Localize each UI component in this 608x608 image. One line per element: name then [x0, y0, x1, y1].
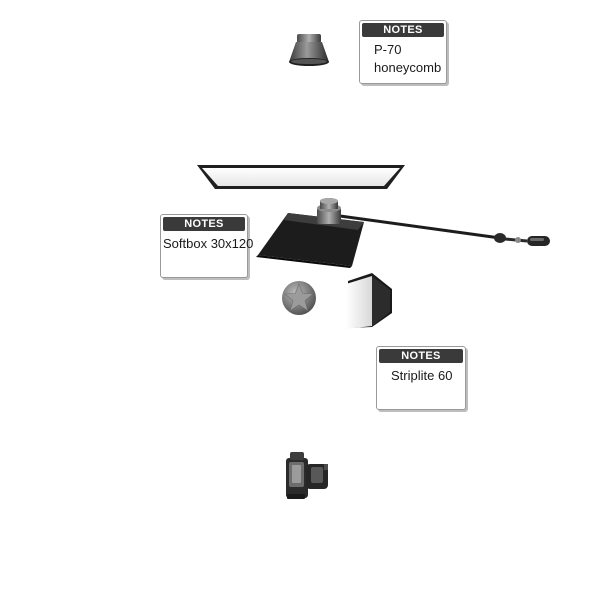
note-softbox[interactable]: NOTES Softbox 30x120 — [160, 214, 254, 278]
note-line: P-70 — [374, 42, 402, 57]
note-p70[interactable]: NOTES P-70 honeycomb — [359, 20, 447, 84]
note-striplite[interactable]: NOTES Striplite 60 — [376, 346, 466, 410]
reflector-dish-icon — [289, 34, 329, 66]
camera-icon — [286, 452, 328, 499]
softbox-on-boom-icon — [256, 198, 364, 268]
note-body: Striplite 60 — [377, 363, 465, 385]
note-body: Softbox 30x120 — [161, 231, 254, 253]
note-header: NOTES — [362, 23, 444, 37]
star-ball-icon — [282, 281, 316, 315]
note-line: Striplite 60 — [391, 368, 453, 383]
striplite-icon — [346, 273, 392, 329]
note-line: honeycomb — [374, 60, 442, 75]
note-header: NOTES — [163, 217, 245, 231]
softbox-panel-icon — [197, 165, 405, 189]
note-body: P-70 honeycomb — [360, 37, 446, 77]
note-line: Softbox 30x120 — [163, 236, 254, 251]
note-header: NOTES — [379, 349, 463, 363]
boom-arm-icon — [339, 214, 550, 246]
